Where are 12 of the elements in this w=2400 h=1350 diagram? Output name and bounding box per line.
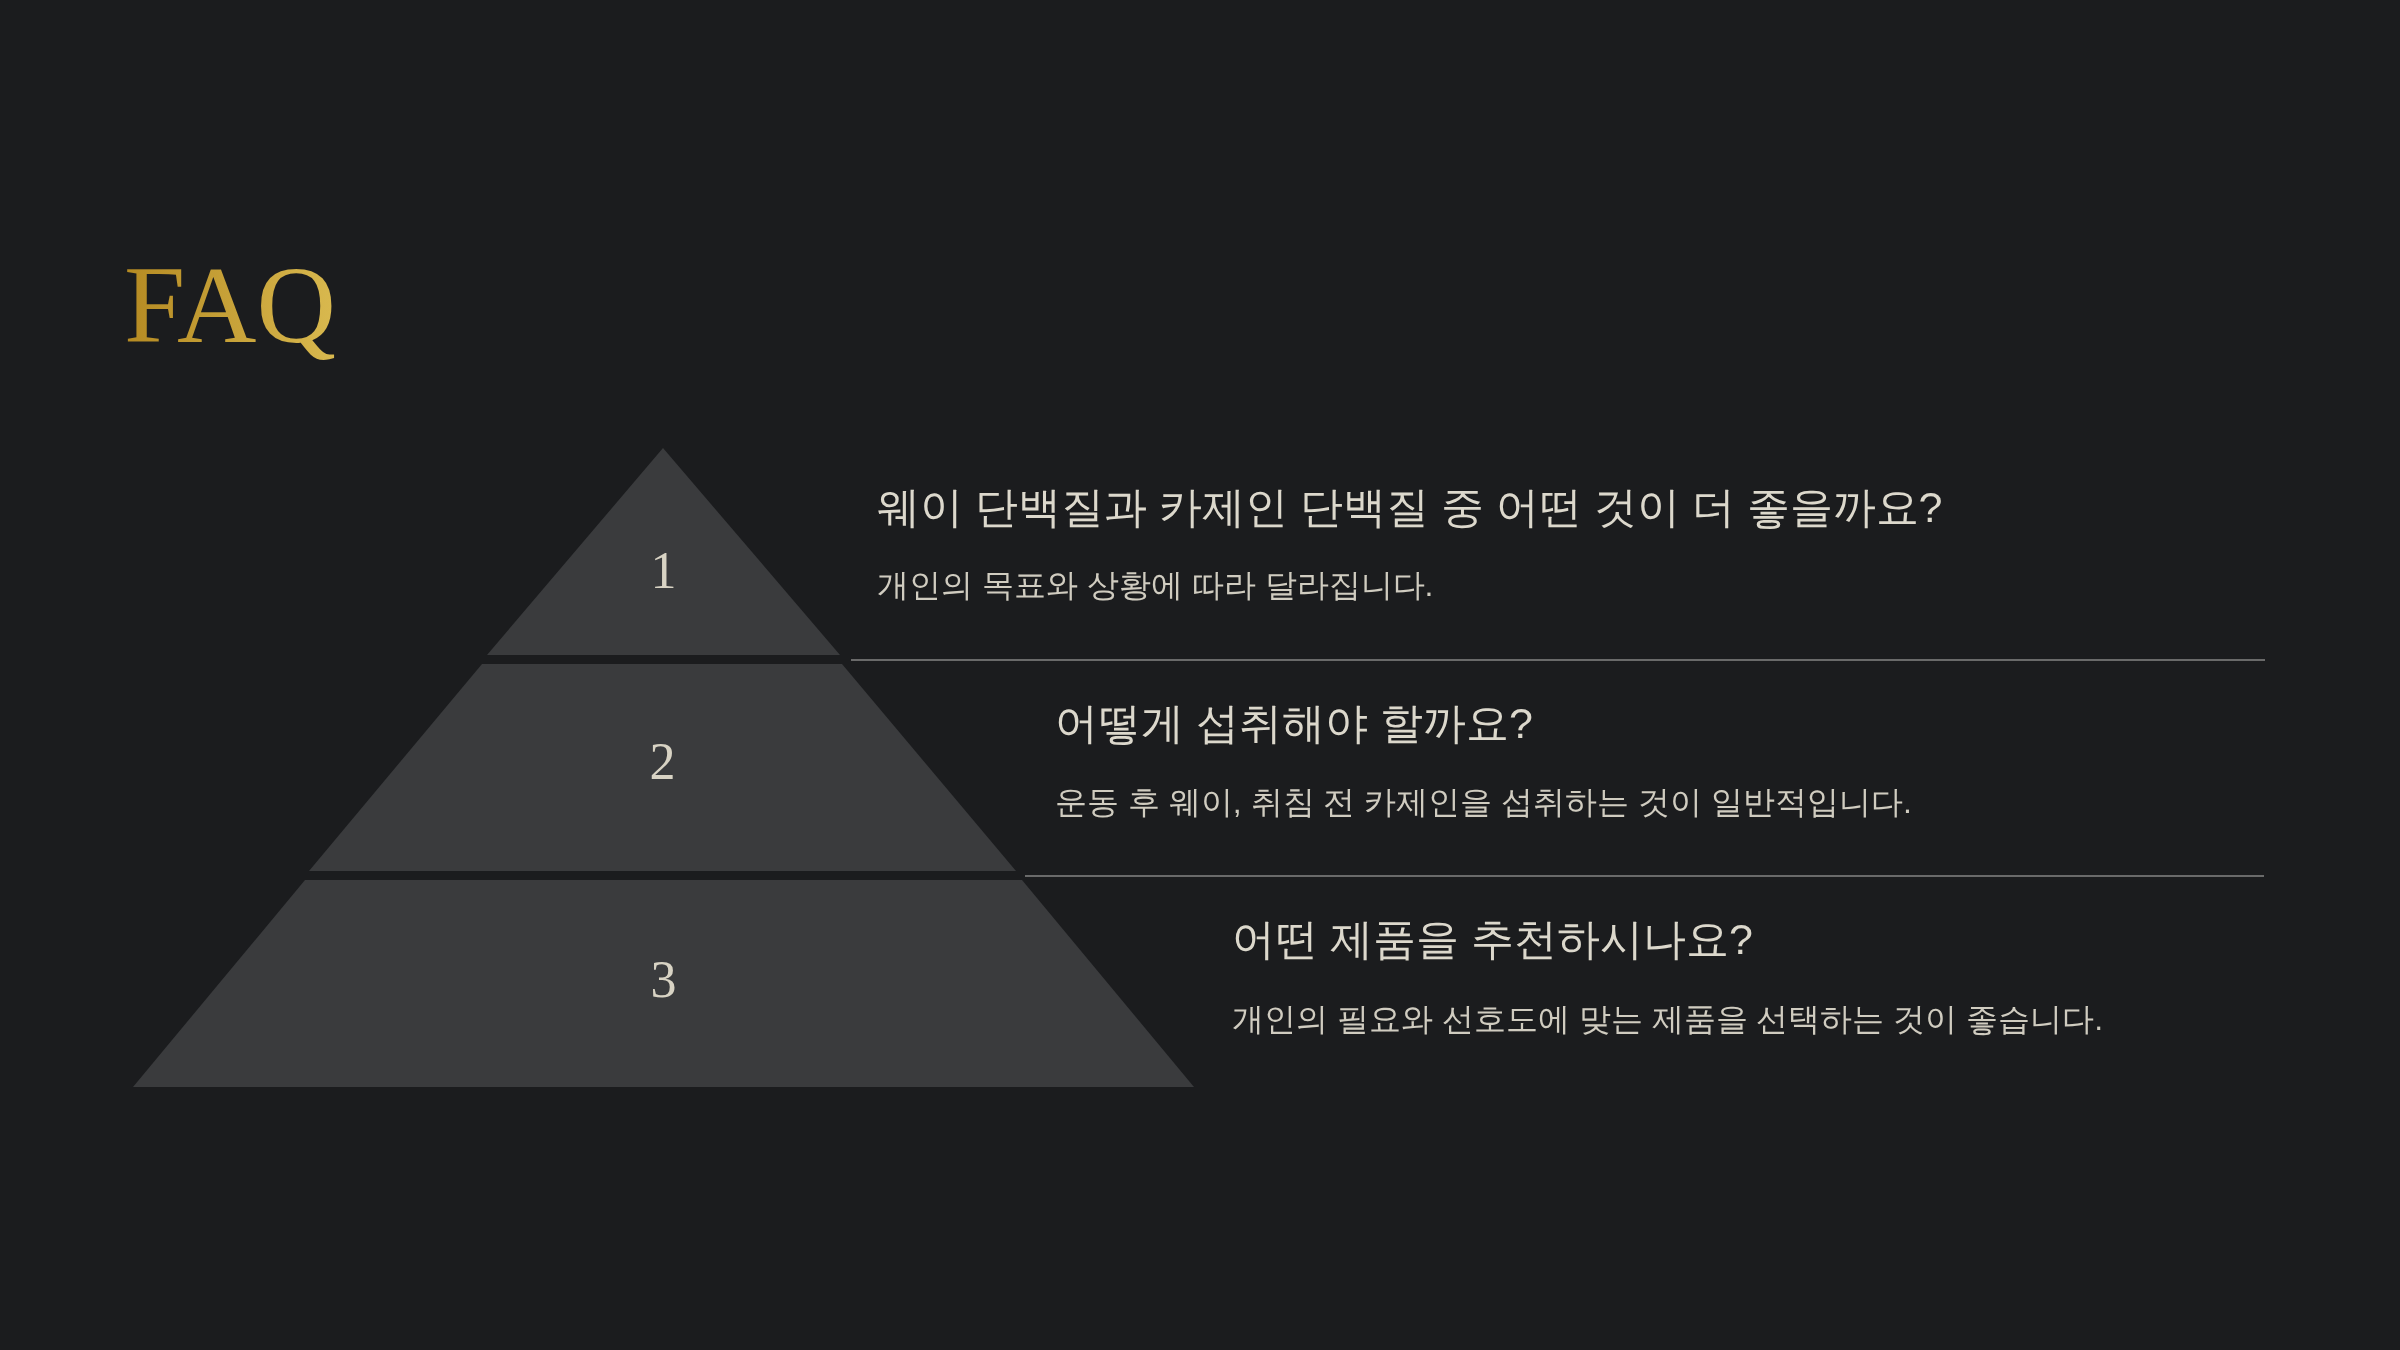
faq-answer: 개인의 필요와 선호도에 맞는 제품을 선택하는 것이 좋습니다. <box>1232 1000 2104 1039</box>
pyramid-tier <box>133 880 1194 1087</box>
faq-question: 어떤 제품을 추천하시나요? <box>1232 914 1753 965</box>
faq-question: 웨이 단백질과 카제인 단백질 중 어떤 것이 더 좋을까요? <box>877 482 1943 533</box>
pyramid-tier <box>309 664 1016 871</box>
faq-question: 어떻게 섭취해야 할까요? <box>1055 698 1533 749</box>
tier-number: 1 <box>650 545 677 597</box>
tier-number: 2 <box>649 736 676 788</box>
tier-number: 3 <box>650 954 677 1006</box>
pyramid-tier <box>487 448 840 655</box>
faq-answer: 운동 후 웨이, 취침 전 카제인을 섭취하는 것이 일반적입니다. <box>1055 783 1912 822</box>
faq-answer: 개인의 목표와 상황에 따라 달라집니다. <box>877 566 1434 605</box>
